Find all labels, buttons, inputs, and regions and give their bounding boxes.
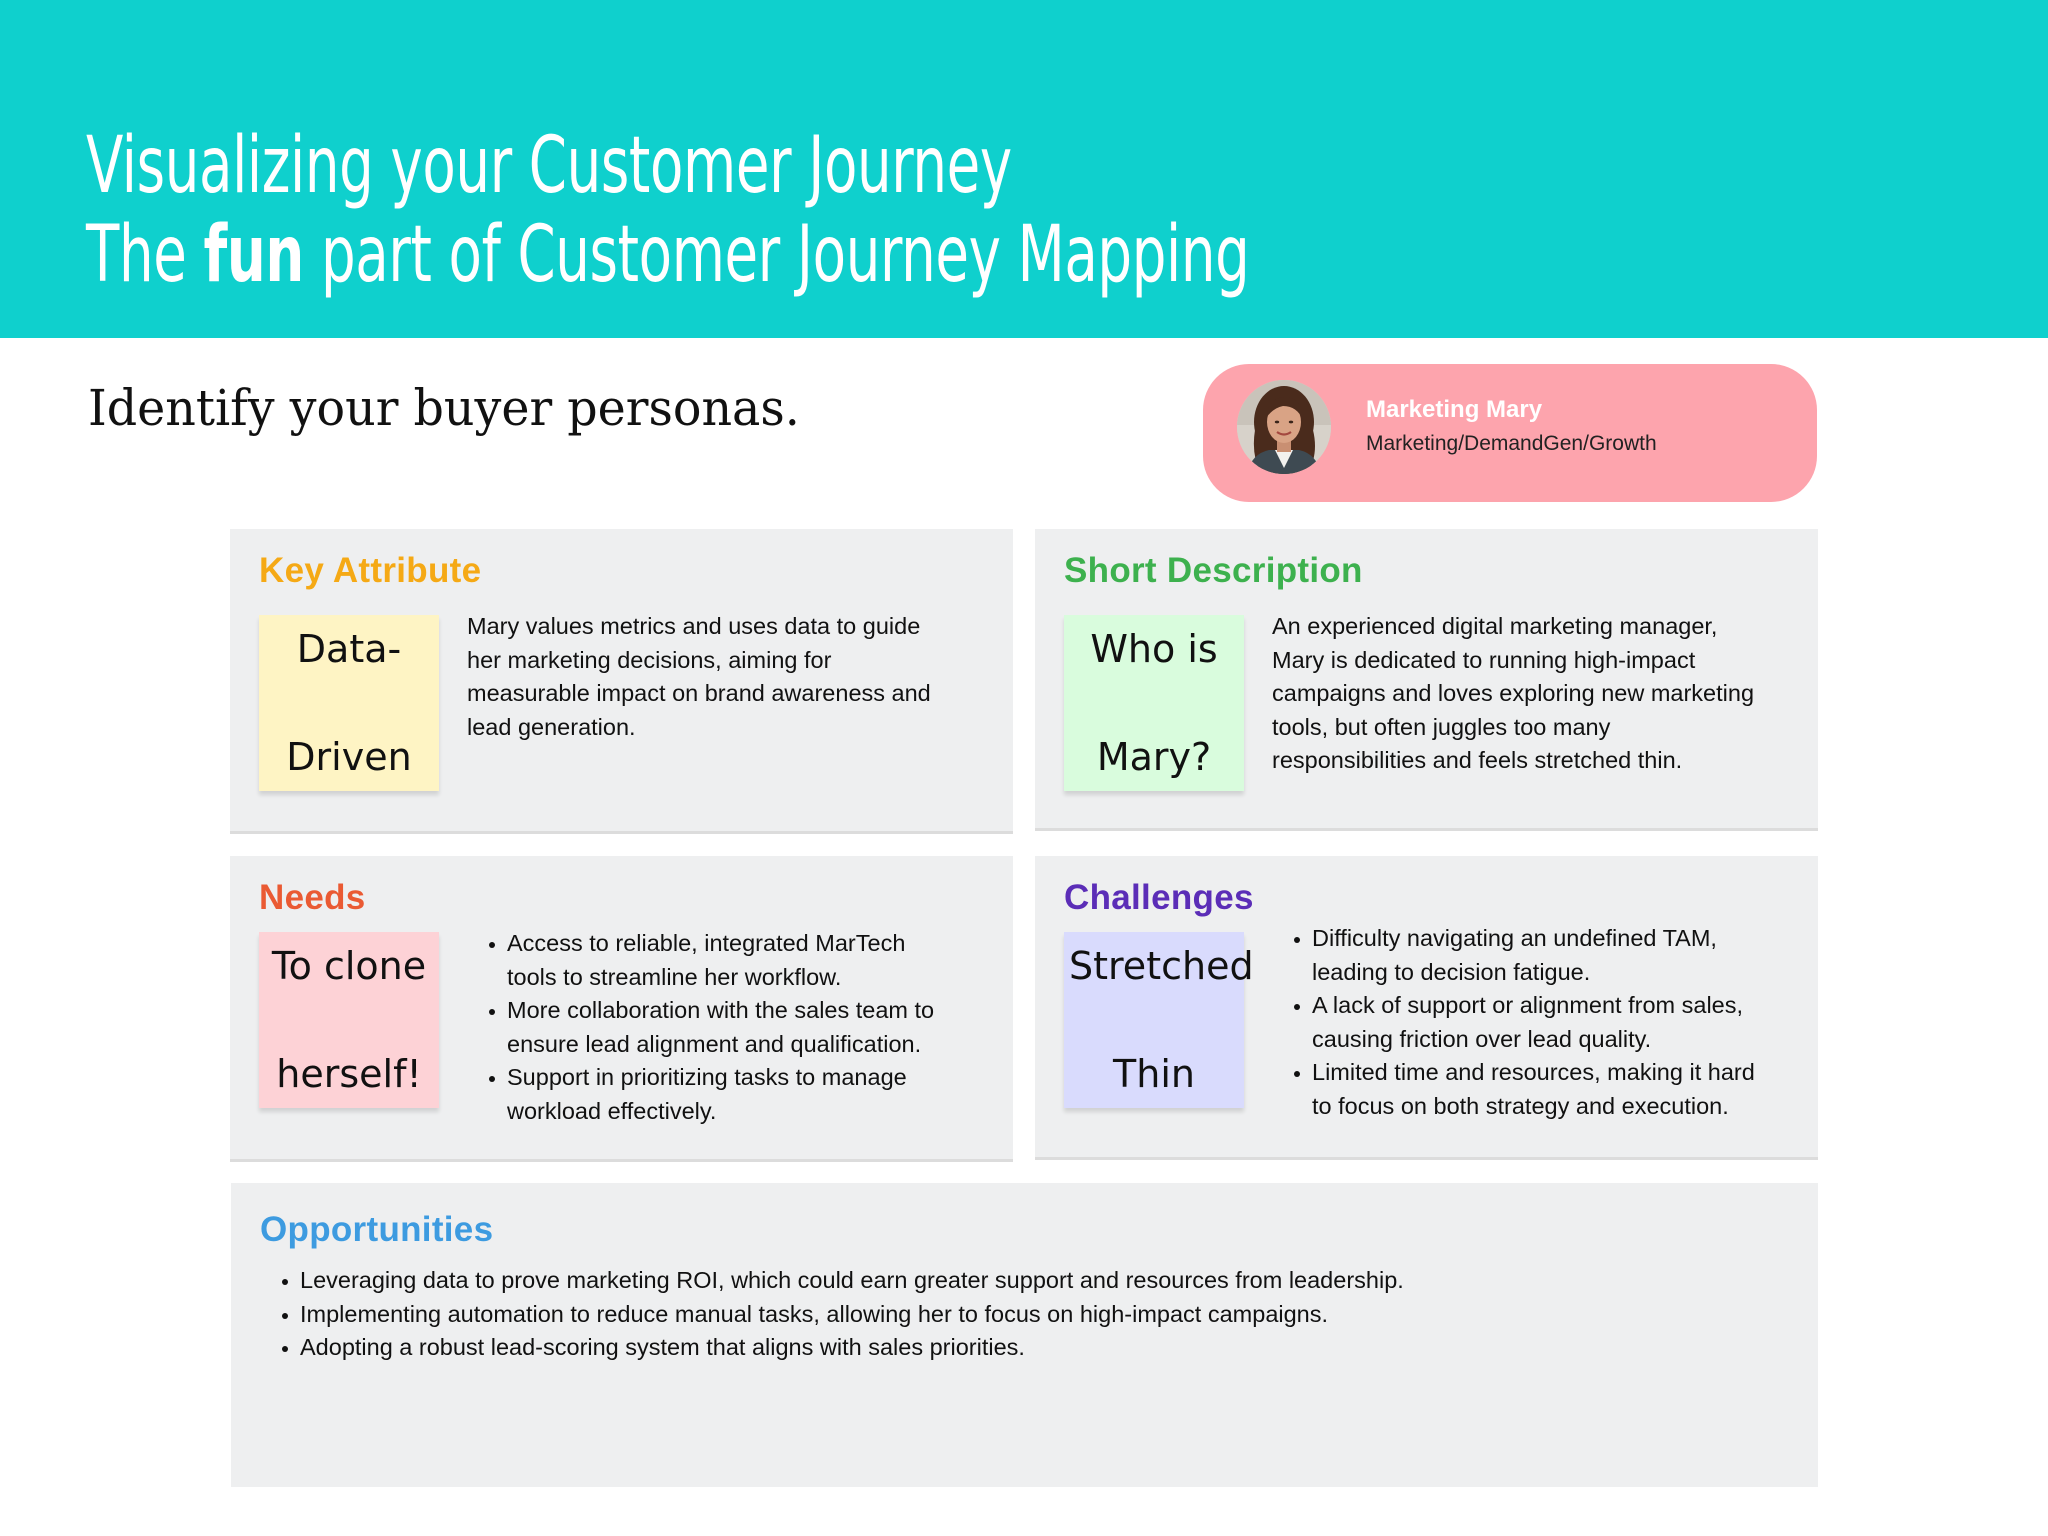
key-attribute-line-3: measurable impact on brand awareness and <box>467 680 931 706</box>
short-description-sticky-note: Who is Mary? <box>1064 615 1244 791</box>
key-attribute-line-1: Mary values metrics and uses data to gui… <box>467 613 921 639</box>
title-line-2-post: part of Customer Journey Mapping <box>303 210 1250 300</box>
persona-card: Marketing Mary Marketing/DemandGen/Growt… <box>1203 364 1817 502</box>
challenges-item-1-line-2: leading to decision fatigue. <box>1312 958 1591 985</box>
title-line-1-text: Visualizing your Customer Journey <box>86 121 1012 211</box>
short-description-sticky-text: Who is Mary? <box>1069 622 1239 784</box>
title-line-1: Visualizing your Customer Journey <box>86 121 1012 211</box>
list-item: Adopting a robust lead-scoring system th… <box>280 1331 1404 1365</box>
needs-item-2-line-1: More collaboration with the sales team t… <box>507 997 935 1023</box>
list-item: Limited time and resources, making it ha… <box>1292 1056 1755 1123</box>
challenges-item-3-line-1: Limited time and resources, making it ha… <box>1312 1059 1755 1085</box>
woman-portrait-icon <box>1237 380 1331 474</box>
needs-item-1-line-2: tools to streamline her workflow. <box>507 963 842 990</box>
short-description-line-3: campaigns and loves exploring new market… <box>1272 680 1755 706</box>
needs-sticky-line-1: To clone <box>271 944 427 988</box>
needs-panel: Needs To clone herself! Access to reliabl… <box>230 856 1013 1162</box>
key-attribute-panel: Key Attribute Data- Driven Mary values me… <box>230 529 1013 834</box>
needs-list: Access to reliable, integrated MarTech to… <box>487 927 934 1128</box>
title-line-2: The fun part of Customer Journey Mapping <box>86 210 1250 300</box>
short-description-panel: Short Description Who is Mary? An experie… <box>1035 529 1818 831</box>
title-line-2-pre: The <box>86 210 204 300</box>
needs-item-1-line-1: Access to reliable, integrated MarTech <box>507 930 906 956</box>
list-item: More collaboration with the sales team t… <box>487 994 934 1061</box>
opportunities-title: Opportunities <box>260 1210 494 1249</box>
opportunities-panel: Opportunities Leveraging data to prove m… <box>231 1183 1818 1487</box>
key-attribute-sticky-line-1: Data- <box>296 627 402 671</box>
needs-title: Needs <box>259 878 366 917</box>
short-description-text: An experienced digital marketing manager… <box>1272 610 1754 778</box>
list-item: Access to reliable, integrated MarTech to… <box>487 927 934 994</box>
short-description-line-4: tools, but often juggles too many <box>1272 713 1611 740</box>
key-attribute-title: Key Attribute <box>259 551 482 590</box>
opportunities-list: Leveraging data to prove marketing ROI, … <box>280 1264 1404 1365</box>
short-description-title: Short Description <box>1064 551 1363 590</box>
key-attribute-line-4: lead generation. <box>467 713 636 740</box>
short-description-sticky-line-2: Mary? <box>1096 735 1212 779</box>
list-item: Difficulty navigating an undefined TAM, l… <box>1292 922 1755 989</box>
short-description-line-2: Mary is dedicated to running high-impact <box>1272 646 1696 673</box>
header-banner: Visualizing your Customer Journey The fu… <box>0 0 2048 338</box>
needs-item-3-line-2: workload effectively. <box>507 1097 717 1124</box>
persona-avatar <box>1237 380 1331 474</box>
persona-name: Marketing Mary <box>1366 396 1543 423</box>
list-item: Support in prioritizing tasks to manage w… <box>487 1061 934 1128</box>
persona-role: Marketing/DemandGen/Growth <box>1366 432 1657 455</box>
challenges-item-1-line-1: Difficulty navigating an undefined TAM, <box>1312 925 1717 951</box>
title-emphasis: fun <box>203 210 305 300</box>
short-description-line-5: responsibilities and feels stretched thi… <box>1272 747 1683 773</box>
challenges-item-2-line-1: A lack of support or alignment from sale… <box>1312 992 1744 1018</box>
short-description-sticky-line-1: Who is <box>1090 627 1218 671</box>
needs-sticky-line-2: herself! <box>276 1052 422 1096</box>
challenges-sticky-line-1: Stretched <box>1069 944 1254 988</box>
key-attribute-line-2: her marketing decisions, aiming for <box>467 646 832 673</box>
key-attribute-description: Mary values metrics and uses data to gui… <box>467 610 931 744</box>
key-attribute-sticky-text: Data- Driven <box>264 622 434 784</box>
challenges-item-3-line-2: to focus on both strategy and execution. <box>1312 1092 1729 1119</box>
key-attribute-sticky-line-2: Driven <box>286 735 412 779</box>
key-attribute-sticky-note: Data- Driven <box>259 615 439 791</box>
needs-sticky-note: To clone herself! <box>259 932 439 1108</box>
list-item: Implementing automation to reduce manual… <box>280 1298 1404 1332</box>
list-item: Leveraging data to prove marketing ROI, … <box>280 1264 1404 1298</box>
needs-item-3-line-1: Support in prioritizing tasks to manage <box>507 1064 907 1090</box>
short-description-line-1: An experienced digital marketing manager… <box>1272 613 1718 639</box>
challenges-item-2-line-2: causing friction over lead quality. <box>1312 1025 1652 1052</box>
challenges-title: Challenges <box>1064 878 1254 917</box>
section-subtitle: Identify your buyer personas. <box>88 379 800 437</box>
needs-sticky-text: To clone herself! <box>264 939 434 1101</box>
needs-item-2-line-2: ensure lead alignment and qualification. <box>507 1030 922 1057</box>
challenges-sticky-line-2: Thin <box>1113 1052 1195 1096</box>
challenges-list: Difficulty navigating an undefined TAM, l… <box>1292 922 1755 1123</box>
list-item: A lack of support or alignment from sale… <box>1292 989 1755 1056</box>
